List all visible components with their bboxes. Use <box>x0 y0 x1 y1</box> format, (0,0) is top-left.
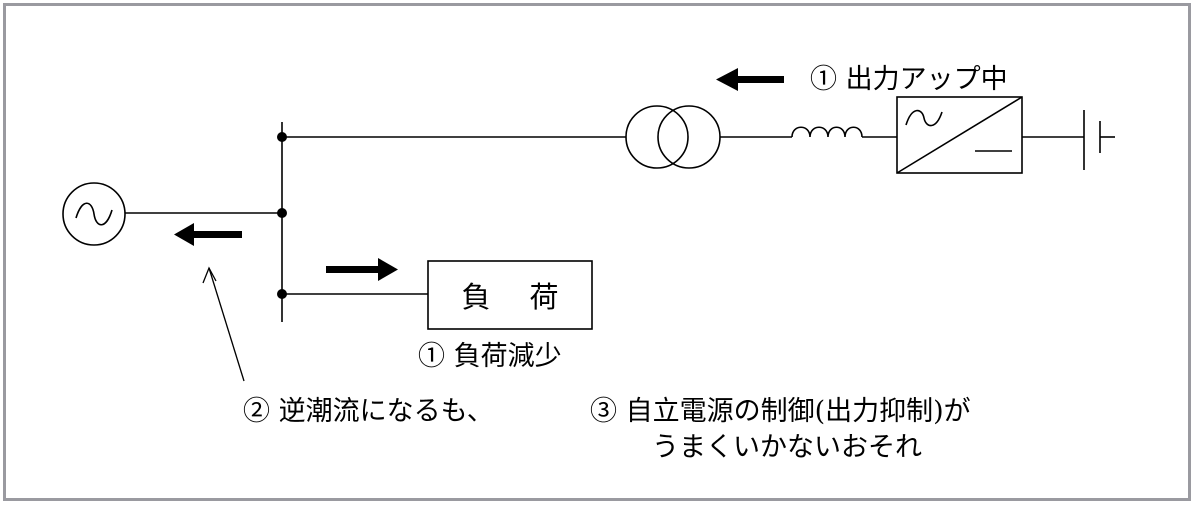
battery-icon <box>1083 110 1115 170</box>
power-flow-arrow-top <box>716 68 784 91</box>
callout-arrow <box>202 266 245 382</box>
load-box-char: 荷 <box>529 280 559 314</box>
transformer-icon <box>625 105 721 169</box>
reactor-coil-icon <box>791 126 863 138</box>
label-control-line1: ③ 自立電源の制御(出力抑制)が <box>590 396 971 427</box>
load-box <box>427 260 593 330</box>
reverse-flow-arrow <box>174 223 242 246</box>
bus-junction-dot <box>277 132 287 142</box>
label-reverse-flow: ② 逆潮流になるも、 <box>243 396 494 427</box>
label-inverter-output: ① 出力アップ中 <box>810 64 1008 95</box>
load-box-char: 負 <box>461 280 491 314</box>
bus-junction-dot <box>277 208 287 218</box>
inverter-icon <box>896 96 1023 174</box>
label-control-line2: うまくいかないおそれ <box>652 432 922 463</box>
ac-generator-icon <box>62 182 126 246</box>
load-flow-arrow <box>326 258 398 281</box>
label-load-decrease: ① 負荷減少 <box>418 341 562 372</box>
bus-junction-dot <box>277 289 287 299</box>
load-box-label: 負 荷 <box>428 261 592 329</box>
diagram-frame <box>3 3 1191 501</box>
